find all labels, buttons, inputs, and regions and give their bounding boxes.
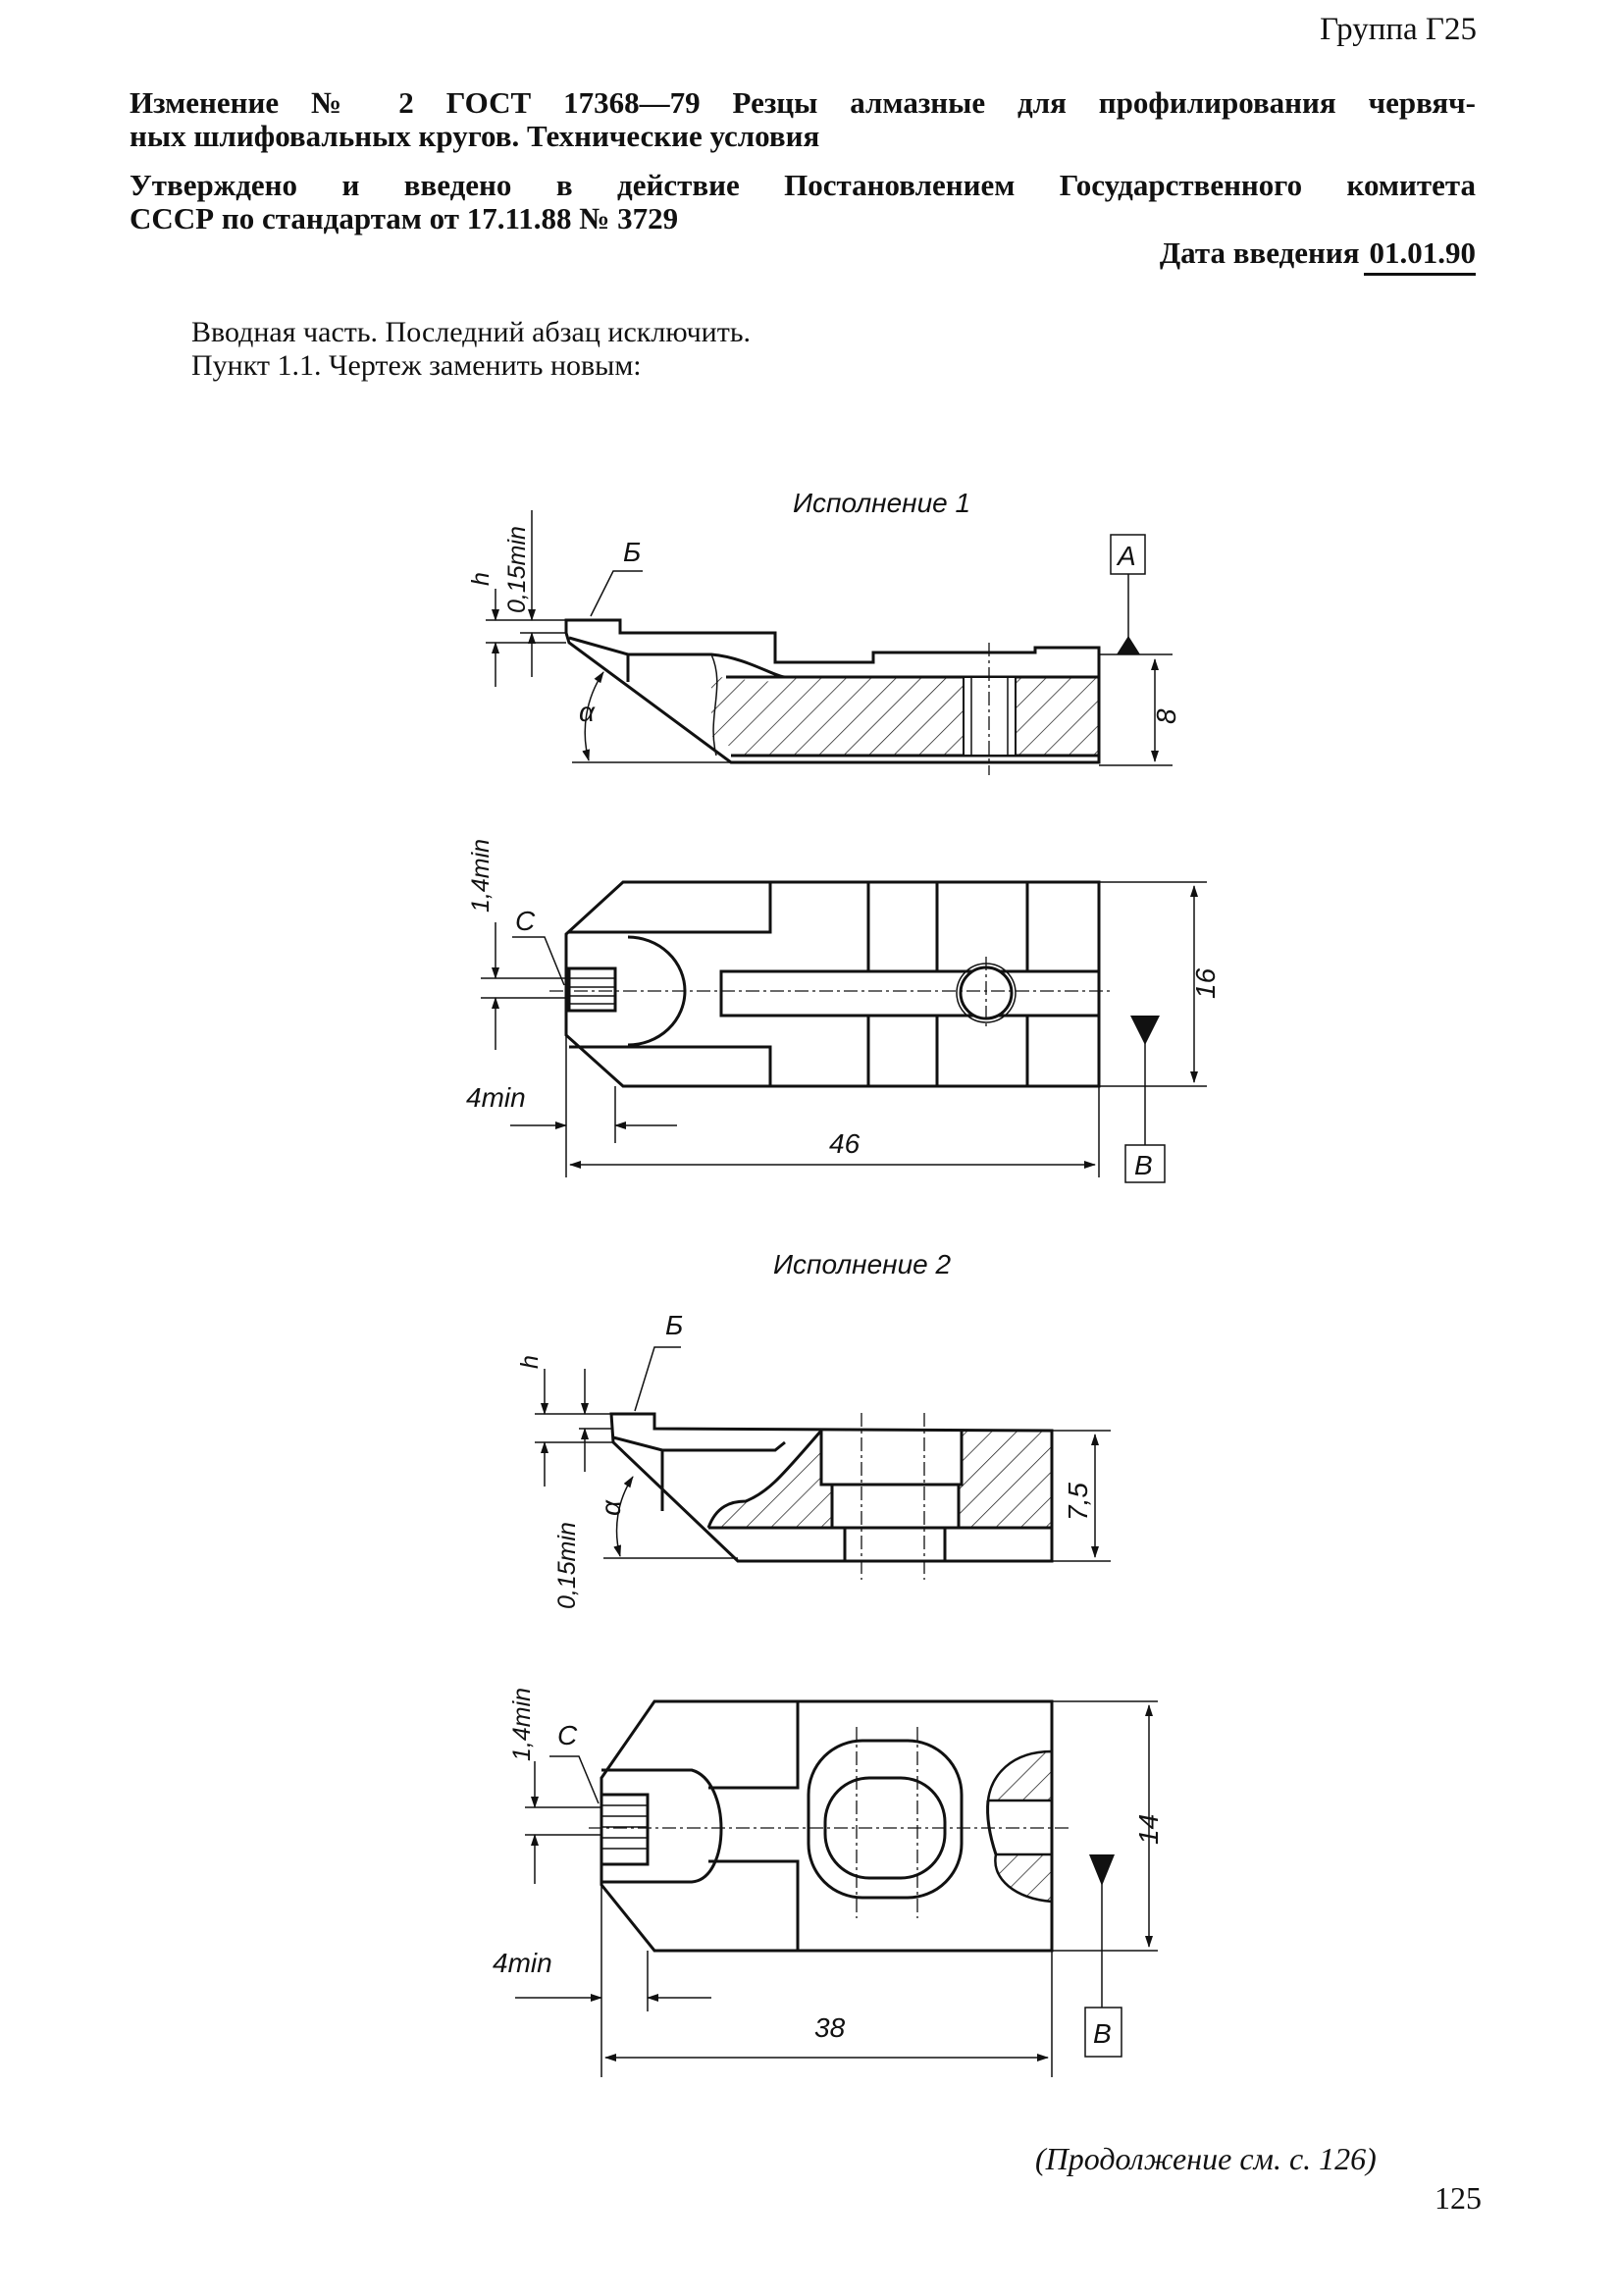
date-value: 01.01.90 [1363, 235, 1476, 276]
length-label-1: 46 [829, 1128, 861, 1159]
length-label-2: 38 [814, 2012, 846, 2043]
date-label: Дата введения [1159, 235, 1360, 270]
drawing-version-2: Исполнение 2 α h [493, 1249, 1164, 2077]
title-line-2: ных шлифовальных кругов. Технические усл… [130, 119, 820, 153]
base-a-label: А [1116, 541, 1136, 571]
c-label-2: С [557, 1720, 578, 1750]
width-min-label-2: 1,4min [508, 1688, 536, 1761]
tip-label-2: 0,15min [553, 1522, 581, 1609]
approval-line-2: СССР по стандартам от 17.11.88 № 3729 [130, 201, 679, 235]
page-number: 125 [1434, 2180, 1482, 2216]
side-view-1: α h 0,15min Б А 8 [467, 510, 1181, 775]
plan-view-1: С 1,4min 4min 46 16 В [466, 839, 1221, 1183]
base-b-label-1: В [1134, 1150, 1153, 1180]
width-label-1: 16 [1190, 967, 1221, 999]
body-line-1: Вводная часть. Последний абзац исключить… [191, 316, 752, 348]
alpha-label-1: α [579, 697, 596, 727]
b-label-1: Б [623, 537, 641, 567]
approval-line-1: Утверждено и введено в действие Постанов… [130, 168, 1476, 202]
width-min-label-1: 1,4min [467, 839, 495, 913]
drawing-version-1: Исполнение 1 α h 0,15min [466, 488, 1221, 1183]
continuation-note: (Продолжение см. с. 126) [1035, 2141, 1377, 2176]
depth-min-label-2: 4min [493, 1948, 552, 1978]
height-label-2: 7,5 [1063, 1483, 1093, 1521]
group-code: Группа Г25 [1320, 12, 1477, 47]
c-label-1: С [515, 906, 536, 936]
b-label-2: Б [665, 1310, 683, 1340]
depth-min-label-1: 4min [466, 1082, 526, 1113]
tip-label-1: 0,15min [503, 526, 531, 613]
title-line-1: Изменение № 2 ГОСТ 17368—79 Резцы алмазн… [130, 85, 1476, 120]
base-b-label-2: В [1093, 2018, 1112, 2049]
body-line-2: Пункт 1.1. Чертеж заменить новым: [191, 349, 642, 382]
h-label-2: h [516, 1355, 544, 1369]
h-label-1: h [467, 572, 495, 586]
drawing-2-title: Исполнение 2 [773, 1249, 951, 1279]
height-label-1: 8 [1151, 708, 1181, 724]
plan-view-2: С 1,4min 4min 38 14 В [493, 1688, 1164, 2077]
side-view-2: α h 0,15min Б 7,5 [516, 1310, 1111, 1609]
alpha-label-2: α [596, 1499, 626, 1516]
drawing-1-title: Исполнение 1 [793, 488, 970, 518]
width-label-2: 14 [1133, 1814, 1164, 1845]
